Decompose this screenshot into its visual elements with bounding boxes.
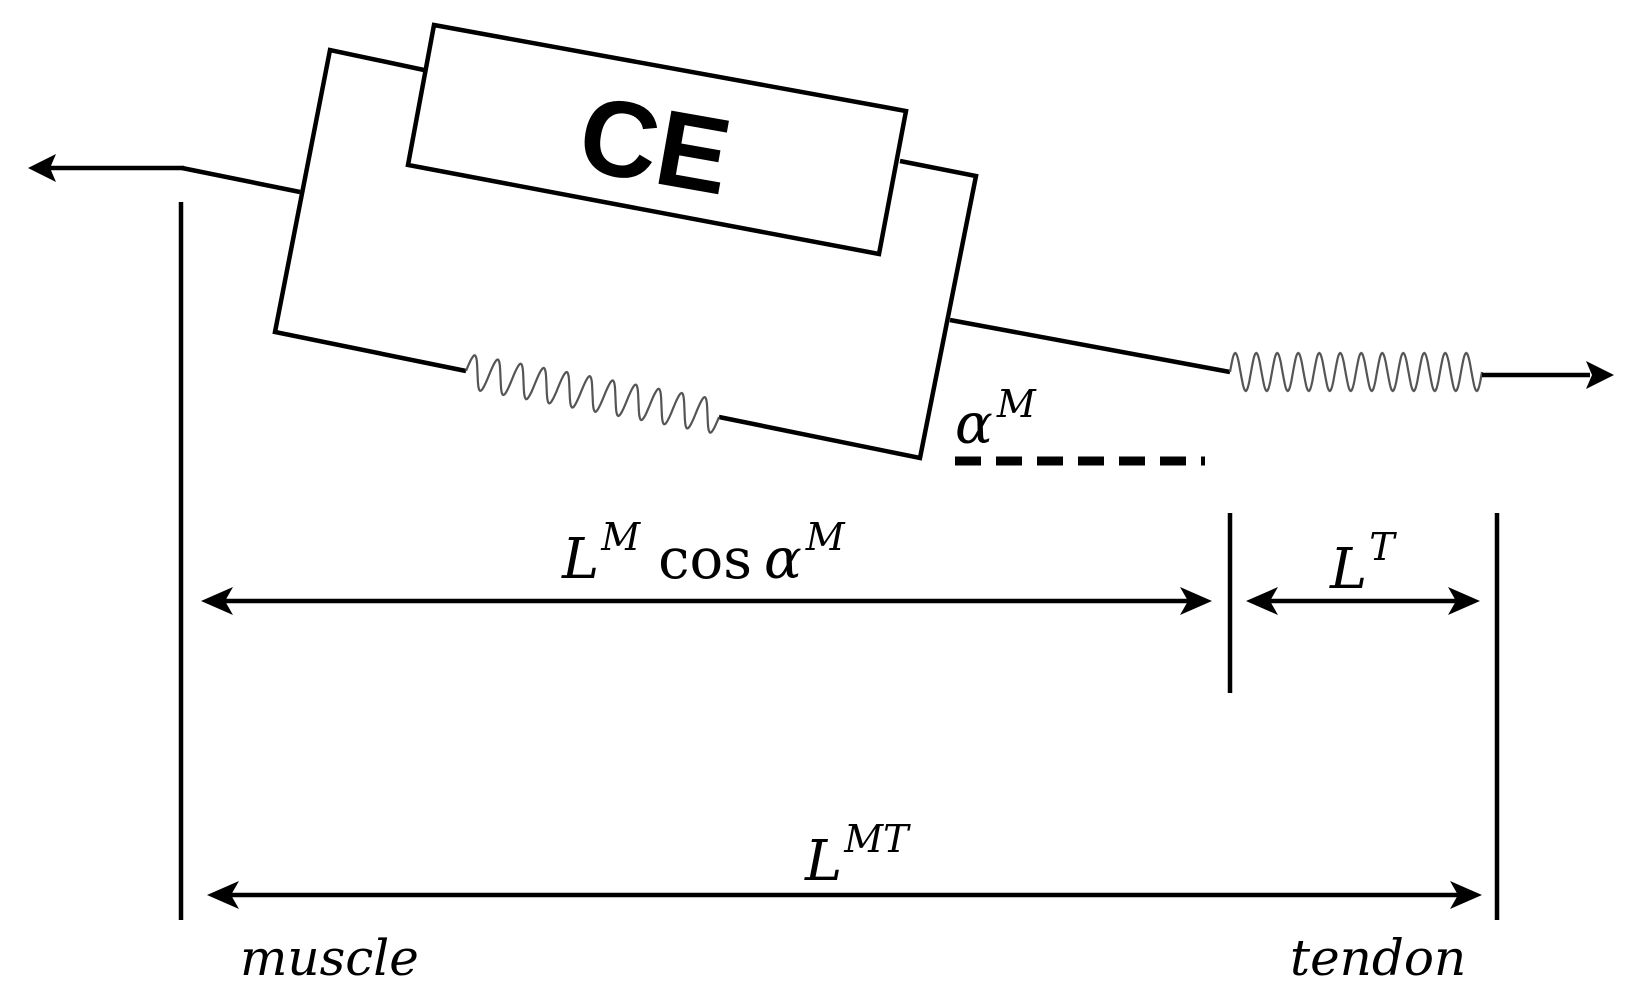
tendon-length-label: LT xyxy=(1329,525,1397,602)
right-force-arrow xyxy=(1482,361,1614,389)
contractile-element-box: CE xyxy=(405,22,909,257)
muscle-fiber-block: CE xyxy=(272,22,979,461)
muscle-caption: muscle xyxy=(240,929,419,987)
tendon-caption: tendon xyxy=(1290,929,1466,987)
contractile-element-label: CE xyxy=(571,72,740,217)
musculotendon-length-label: LMT xyxy=(804,817,911,894)
fiber-to-tendon-line xyxy=(949,317,1231,375)
svg-text:αM: αM xyxy=(955,382,1037,457)
musculotendon-length-dimension xyxy=(207,881,1482,909)
tendon-spring xyxy=(1228,351,1484,393)
fiber-length-dimension xyxy=(201,587,1212,615)
svg-text:LMT: LMT xyxy=(804,817,911,894)
tendon-length-dimension xyxy=(1246,587,1480,615)
left-force-arrow xyxy=(28,154,184,182)
svg-text:LT: LT xyxy=(1329,525,1397,602)
muscle-input-line xyxy=(181,165,301,195)
parallel-elastic-spring xyxy=(464,354,721,434)
